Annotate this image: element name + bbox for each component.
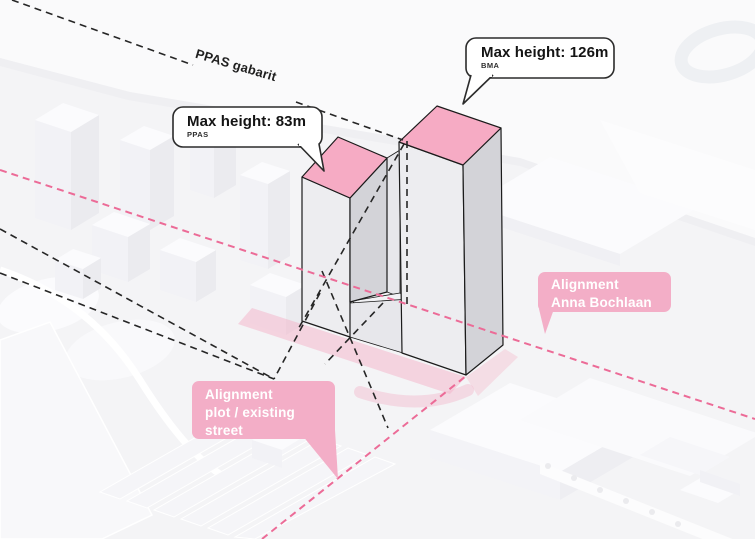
- bg-street: [540, 462, 733, 539]
- callout-83-tail-mask: [299, 142, 318, 146]
- tall-tower-pink-top: [398, 105, 502, 166]
- bg-trees: [545, 463, 681, 527]
- bg-slab: [600, 120, 755, 230]
- gabarit-ground-diagonal-b: [324, 302, 384, 365]
- callout-126-tail: [462, 74, 494, 105]
- callout-126-tail-mask: [472, 73, 492, 77]
- alignment-line-anna-bochlaan: [0, 169, 755, 420]
- bubble-anna-box: [538, 272, 671, 312]
- bg-ring: [674, 20, 755, 84]
- pink-ground-arc: [354, 384, 474, 408]
- building: [301, 105, 504, 376]
- alignment-lines: [0, 169, 755, 539]
- bg-top-slab-edge: [0, 58, 755, 246]
- callout-126-box: [465, 37, 615, 79]
- gabarit-ground-line-lower: [0, 272, 275, 380]
- short-tower-front-face: [301, 176, 351, 338]
- callout-83-tail: [297, 143, 325, 172]
- pink-ground-band: [238, 308, 466, 394]
- callout-83-box: [172, 106, 323, 148]
- bg-low-blocks: [430, 378, 755, 503]
- pink-ground: [238, 308, 518, 408]
- bg-house-face: [252, 440, 282, 468]
- bubble-anna-tail: [539, 309, 554, 334]
- tall-tower-side-face: [462, 127, 504, 376]
- gabarit-top-line-a: [11, 0, 194, 66]
- bubble-plot-box: [192, 381, 335, 439]
- gabarit-face-diagonal-right: [321, 270, 389, 429]
- tall-tower-front-face: [398, 141, 467, 376]
- alignment-line-plot-street: [261, 375, 467, 539]
- courtyard-back-wall: [386, 149, 401, 298]
- bubble-plot-tail: [302, 430, 338, 479]
- bg-slab: [470, 157, 700, 254]
- gabarit-ground-line-upper: [0, 228, 275, 380]
- pink-ground-band-right: [466, 349, 518, 396]
- gabarit-ground-diagonal-a: [273, 292, 321, 380]
- callout-shapes: [172, 37, 671, 479]
- short-tower-pink-top: [301, 136, 388, 199]
- bg-slab-face: [470, 205, 620, 266]
